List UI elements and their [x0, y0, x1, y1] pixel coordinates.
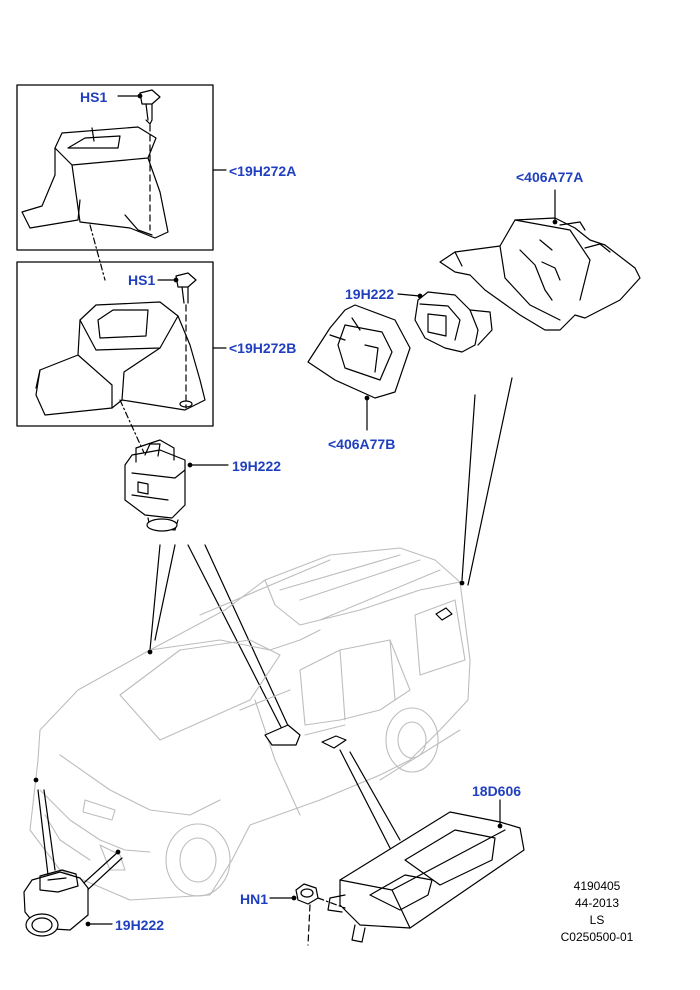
callout-19h222-bottom: 19H222 — [115, 917, 165, 933]
callout-406a77b: <406A77B — [328, 436, 396, 452]
bracket-406a77b — [307, 304, 411, 399]
vehicle-outline — [29, 547, 471, 901]
box-19h272b — [16, 261, 214, 427]
module-18d606 — [327, 811, 525, 943]
callout-406a77a: <406A77A — [516, 169, 584, 185]
screw-hs1-mid — [175, 272, 197, 409]
door-handle-marker — [321, 735, 347, 749]
sensor-19h222-right — [414, 291, 493, 353]
box-19h272a — [16, 84, 214, 251]
sensor-19h222-bottom — [23, 869, 89, 937]
callout-19h272b: <19H272B — [229, 340, 297, 356]
rear-camera-marker — [435, 607, 453, 621]
callout-19h272a: <19H272A — [229, 163, 297, 179]
callout-hn1: HN1 — [240, 891, 269, 907]
callout-hs1-top: HS1 — [80, 89, 108, 105]
reference-number: 4190405 — [573, 879, 621, 893]
nut-hn1 — [295, 883, 346, 946]
callout-19h222-right: 19H222 — [345, 286, 395, 302]
reference-date: 44-2013 — [574, 896, 620, 911]
callout-18d606: 18D606 — [472, 783, 522, 799]
reference-id: C0250500-01 — [560, 930, 634, 945]
reference-code: LS — [589, 913, 605, 928]
screw-hs1-top — [139, 89, 161, 231]
callout-19h222-left: 19H222 — [232, 458, 282, 474]
bracket-19h272b — [35, 301, 206, 416]
bracket-19h272a — [21, 126, 169, 239]
sensor-19h222-left — [124, 439, 186, 532]
side-camera-mirror — [264, 724, 301, 746]
callout-hs1-mid: HS1 — [128, 272, 156, 288]
bracket-406a77a — [439, 217, 641, 331]
reference-block: 4190405 44-2013 LS C0250500-01 — [555, 878, 639, 946]
